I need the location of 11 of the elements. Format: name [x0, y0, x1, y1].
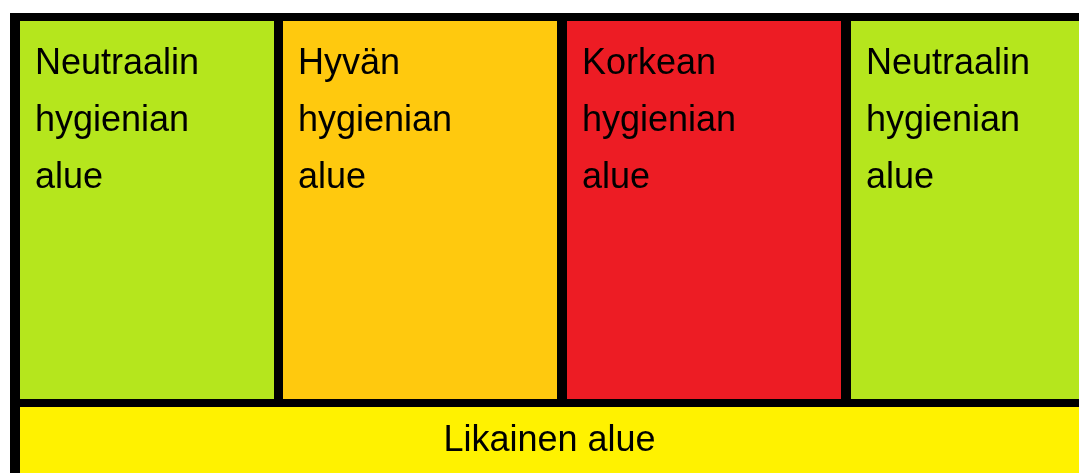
- zone-label: Neutraalin hygienian alue: [866, 40, 1031, 198]
- frame-box: [10, 13, 1079, 473]
- zone-label: Hyvän hygienian alue: [298, 40, 453, 198]
- zone-label: Likainen alue: [442, 417, 657, 461]
- zone-panel: [20, 21, 274, 399]
- zone-label: Neutraalin hygienian alue: [35, 40, 200, 198]
- zone-band: [20, 407, 1079, 473]
- zone-panel: [283, 21, 557, 399]
- zone-label: Korkean hygienian alue: [582, 40, 737, 198]
- zone-panel: [567, 21, 841, 399]
- zone-panel: [851, 21, 1079, 399]
